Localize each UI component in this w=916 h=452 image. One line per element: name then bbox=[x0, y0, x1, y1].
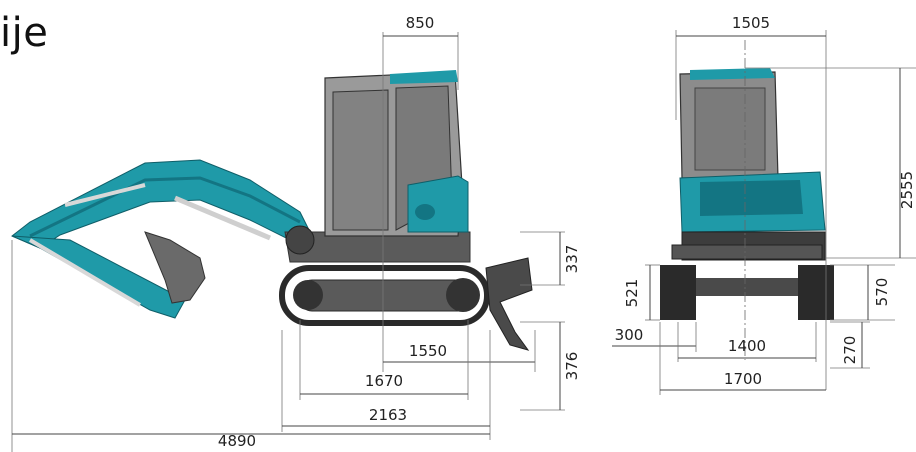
dim-1505: 1505 bbox=[732, 14, 770, 32]
track-frame bbox=[299, 279, 471, 312]
dim-850: 850 bbox=[406, 14, 435, 32]
dozer-blade bbox=[485, 257, 533, 351]
dim-1700: 1700 bbox=[724, 370, 762, 388]
side-view-excavator bbox=[11, 70, 533, 351]
cab-window-front bbox=[332, 89, 389, 231]
front-cab-roof-accent bbox=[690, 68, 775, 80]
idler-wheel bbox=[293, 280, 323, 310]
dim-300: 300 bbox=[615, 326, 644, 344]
sprocket-wheel bbox=[446, 278, 480, 312]
bucket-cylinder bbox=[64, 183, 146, 207]
bucket bbox=[144, 231, 206, 304]
front-blade bbox=[671, 244, 823, 260]
dim-4890: 4890 bbox=[218, 432, 256, 450]
dim-570: 570 bbox=[873, 278, 891, 307]
dim-376: 376 bbox=[563, 352, 581, 381]
arm-cylinder bbox=[28, 238, 142, 307]
dim-521: 521 bbox=[623, 279, 641, 308]
front-body-dark-band bbox=[700, 180, 803, 216]
dim-1550: 1550 bbox=[409, 342, 447, 360]
boom-inner-shadow bbox=[29, 176, 301, 238]
hood-emblem bbox=[415, 204, 435, 220]
page-heading: ije bbox=[0, 10, 49, 56]
front-view-excavator bbox=[660, 68, 834, 320]
swing-post bbox=[285, 225, 315, 255]
cab-roof-accent bbox=[390, 70, 458, 84]
front-right-track bbox=[798, 265, 834, 320]
front-left-track bbox=[660, 265, 696, 320]
boom-cylinder bbox=[174, 195, 271, 241]
engine-hood bbox=[407, 175, 469, 233]
front-view-dimensions: 1505 2555 570 270 521 bbox=[612, 14, 916, 395]
front-cab-window bbox=[694, 87, 766, 171]
dim-1400: 1400 bbox=[728, 337, 766, 355]
front-axle-frame bbox=[696, 278, 798, 296]
track bbox=[279, 265, 490, 326]
dim-337: 337 bbox=[563, 245, 581, 274]
dim-2163: 2163 bbox=[369, 406, 407, 424]
dim-2555: 2555 bbox=[898, 171, 916, 209]
dim-1670: 1670 bbox=[365, 372, 403, 390]
dim-270: 270 bbox=[841, 336, 859, 365]
side-view-dimensions: 850 337 376 1550 1670 2163 bbox=[11, 14, 581, 452]
